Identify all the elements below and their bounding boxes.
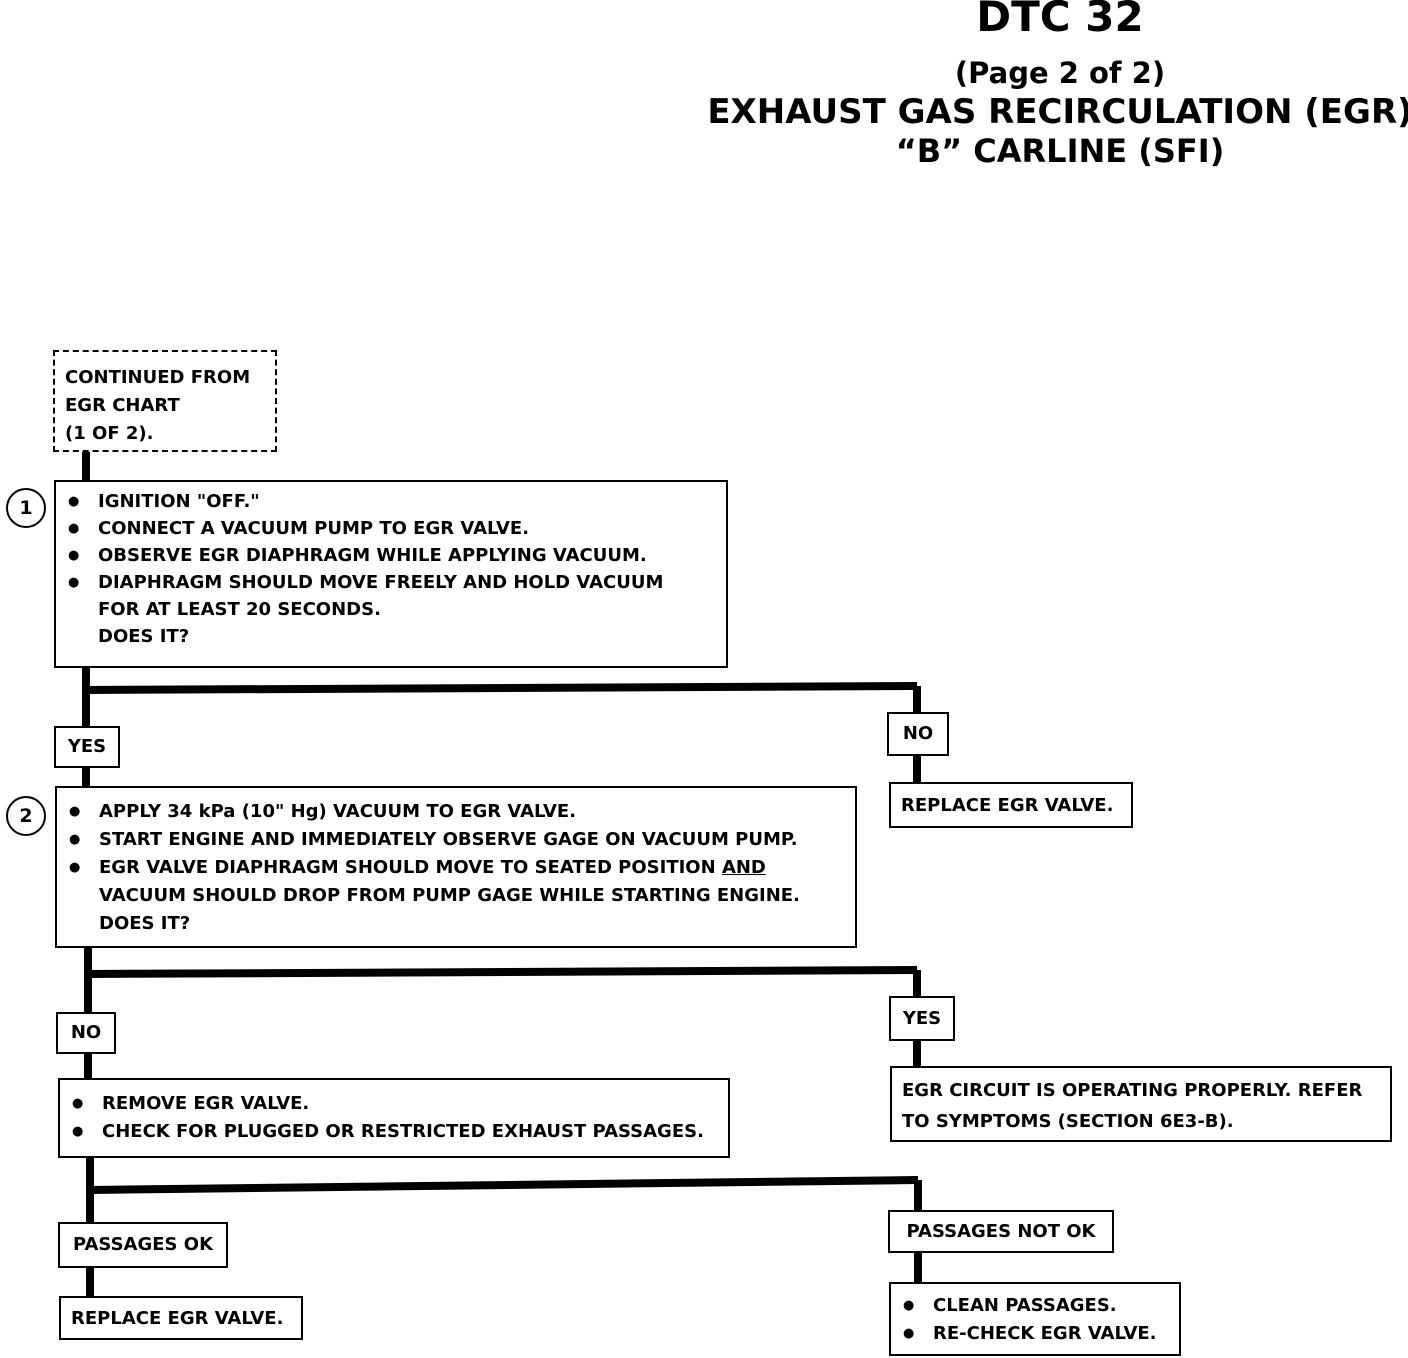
- passages-not-ok-bullet: CLEAN PASSAGES.: [901, 1292, 1169, 1320]
- step-2-bullet-text: EGR VALVE DIAPHRAGM SHOULD MOVE TO SEATE…: [99, 857, 722, 878]
- page-indicator: (Page 2 of 2): [954, 56, 1166, 90]
- step-1-bullet: DIAPHRAGM SHOULD MOVE FREELY AND HOLD VA…: [66, 569, 716, 596]
- step-2-bullet: START ENGINE AND IMMEDIATELY OBSERVE GAG…: [67, 826, 845, 854]
- step-2-question: DOES IT?: [99, 913, 191, 934]
- step-1-no-result: REPLACE EGR VALVE.: [889, 782, 1133, 828]
- step-1-list: IGNITION "OFF." CONNECT A VACUUM PUMP TO…: [66, 488, 716, 596]
- continued-line-1: CONTINUED FROM: [65, 367, 251, 388]
- step-1-yes-label: YES: [54, 726, 120, 768]
- passages-not-ok-list: CLEAN PASSAGES. RE-CHECK EGR VALVE.: [901, 1292, 1169, 1348]
- step-1-marker: 1: [6, 488, 46, 528]
- step-1-question: DOES IT?: [98, 626, 190, 647]
- step-2-marker: 2: [6, 796, 46, 836]
- step-2-yes-result-line-2: TO SYMPTOMS (SECTION 6E3-B).: [902, 1111, 1234, 1132]
- connector-step2-branch: [87, 966, 918, 978]
- continued-line-3: (1 OF 2).: [65, 423, 154, 444]
- step-2-yes-label: YES: [889, 996, 955, 1041]
- passages-ok-label: PASSAGES OK: [58, 1222, 228, 1268]
- passages-not-ok-bullet: RE-CHECK EGR VALVE.: [901, 1320, 1169, 1348]
- step-2-list: APPLY 34 kPa (10" Hg) VACUUM TO EGR VALV…: [67, 798, 845, 882]
- step-3-bullet: CHECK FOR PLUGGED OR RESTRICTED EXHAUST …: [70, 1118, 718, 1146]
- passages-not-ok-result: CLEAN PASSAGES. RE-CHECK EGR VALVE.: [889, 1282, 1181, 1356]
- continued-from-box: CONTINUED FROM EGR CHART (1 OF 2).: [53, 350, 277, 452]
- connector-step3-branch: [89, 1176, 919, 1194]
- step-1-bullet: CONNECT A VACUUM PUMP TO EGR VALVE.: [66, 515, 716, 542]
- step-3-list: REMOVE EGR VALVE. CHECK FOR PLUGGED OR R…: [70, 1090, 718, 1146]
- step-2-no-label: NO: [56, 1012, 116, 1054]
- step-2-box: APPLY 34 kPa (10" Hg) VACUUM TO EGR VALV…: [55, 786, 857, 948]
- step-2-yes-result: EGR CIRCUIT IS OPERATING PROPERLY. REFER…: [890, 1066, 1392, 1142]
- carline-subtitle: “B” CARLINE (SFI): [895, 132, 1225, 170]
- step-2-yes-result-line-1: EGR CIRCUIT IS OPERATING PROPERLY. REFER: [902, 1080, 1363, 1101]
- passages-not-ok-label: PASSAGES NOT OK: [888, 1210, 1114, 1253]
- step-1-bullet: OBSERVE EGR DIAPHRAGM WHILE APPLYING VAC…: [66, 542, 716, 569]
- step-3-box: REMOVE EGR VALVE. CHECK FOR PLUGGED OR R…: [58, 1078, 730, 1158]
- passages-ok-result: REPLACE EGR VALVE.: [59, 1296, 303, 1340]
- chart-subtitle: EXHAUST GAS RECIRCULATION (EGR): [707, 92, 1408, 132]
- continued-line-2: EGR CHART: [65, 395, 180, 416]
- step-2-bullet-cont: VACUUM SHOULD DROP FROM PUMP GAGE WHILE …: [99, 885, 800, 906]
- page-title: DTC 32: [976, 0, 1144, 41]
- step-3-bullet: REMOVE EGR VALVE.: [70, 1090, 718, 1118]
- step-1-bullet: IGNITION "OFF.": [66, 488, 716, 515]
- step-2-emphasis: AND: [721, 857, 766, 878]
- step-2-bullet: APPLY 34 kPa (10" Hg) VACUUM TO EGR VALV…: [67, 798, 845, 826]
- connector-step1-branch: [85, 682, 918, 694]
- step-1-bullet-cont: FOR AT LEAST 20 SECONDS.: [98, 599, 381, 620]
- step-1-no-label: NO: [887, 712, 949, 756]
- step-1-box: IGNITION "OFF." CONNECT A VACUUM PUMP TO…: [54, 480, 728, 668]
- step-2-bullet: EGR VALVE DIAPHRAGM SHOULD MOVE TO SEATE…: [67, 854, 845, 882]
